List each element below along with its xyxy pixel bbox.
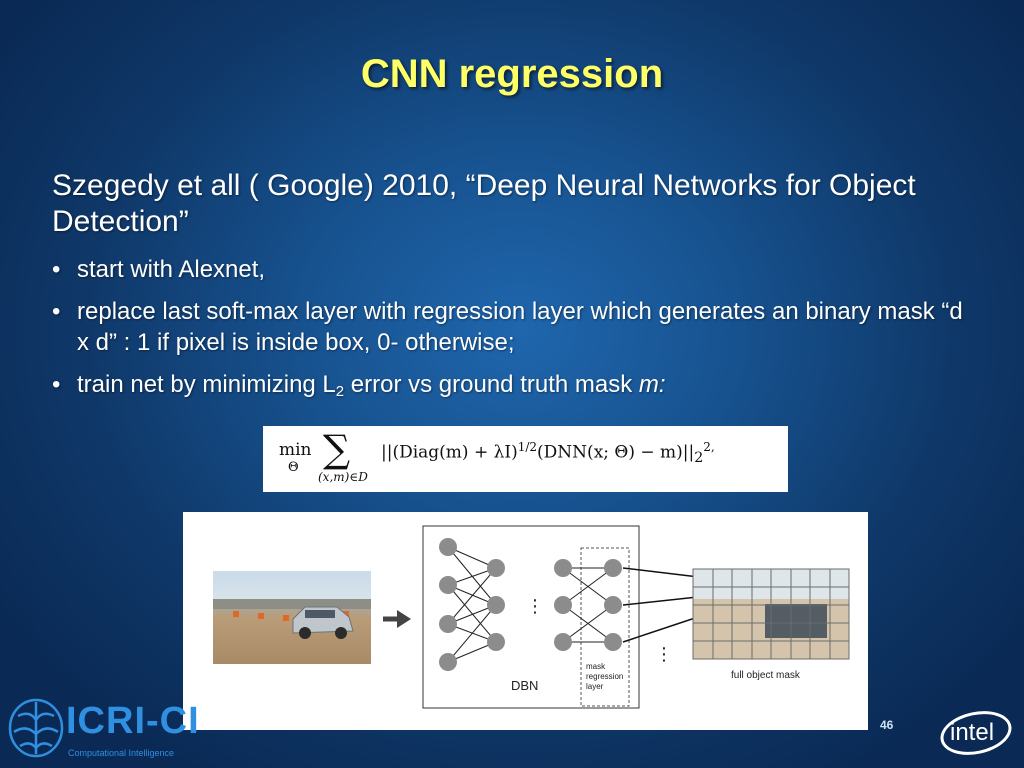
main-text: Szegedy et all ( Google) 2010, “Deep Neu… bbox=[52, 169, 916, 238]
regression-layer-box bbox=[580, 547, 630, 707]
layer-label-line2: regression bbox=[586, 672, 623, 681]
bullet-item: train net by minimizing L2 error vs grou… bbox=[52, 369, 972, 400]
formula-sum-symbol: ∑ bbox=[323, 427, 351, 471]
formula-sum-subscript: (x,m)∈D bbox=[318, 470, 368, 484]
formula-theta: Θ bbox=[288, 460, 299, 475]
architecture-figure: ⋮ ⋮ DBN mask regression layer full objec… bbox=[183, 512, 868, 730]
hidden-dots: ⋮ bbox=[526, 596, 544, 617]
mask-grid bbox=[692, 568, 850, 660]
input-car-photo bbox=[213, 571, 371, 664]
formula-part1: ||(Diag(m) + λI) bbox=[381, 442, 518, 463]
intel-logo-text: intel bbox=[950, 719, 995, 746]
bullet3-mid: error vs ground truth mask bbox=[344, 371, 639, 398]
formula-part2: (DNN(x; Θ) − m)|| bbox=[537, 442, 695, 463]
icri-logo-text: ICRI-CI bbox=[66, 700, 200, 742]
bullet3-pre: train net by minimizing L bbox=[77, 371, 336, 398]
mask-car bbox=[765, 604, 827, 638]
bullet3-italic: m: bbox=[638, 371, 666, 398]
bullet-item: start with Alexnet, bbox=[52, 254, 972, 285]
icri-logo-icon bbox=[8, 698, 64, 758]
slide-title: CNN regression bbox=[360, 52, 664, 96]
layer-label-line1: mask bbox=[586, 662, 606, 671]
dbn-label: DBN bbox=[511, 678, 538, 693]
bullet-list: start with Alexnet, replace last soft-ma… bbox=[52, 254, 972, 411]
bullet3-subscript: 2 bbox=[335, 383, 345, 400]
connections bbox=[447, 546, 614, 663]
formula-norm-sup: 2, bbox=[703, 440, 715, 454]
network-diagram: ⋮ ⋮ DBN mask regression layer full objec… bbox=[383, 525, 850, 709]
car-photo-drawing bbox=[213, 599, 371, 639]
icri-logo-subtitle: Computational Intelligence bbox=[68, 748, 175, 758]
network-nodes bbox=[439, 538, 622, 671]
mask-label: full object mask bbox=[731, 670, 801, 681]
input-arrow-head bbox=[397, 610, 411, 628]
output-dots: ⋮ bbox=[655, 644, 673, 665]
formula-body: ||(Diag(m) + λI)1/2(DNN(x; Θ) − m)||22, bbox=[381, 440, 715, 466]
layer-label-line3: layer bbox=[586, 682, 604, 691]
formula-norm-sub: 2 bbox=[694, 450, 704, 467]
formula-exp: 1/2 bbox=[517, 440, 538, 454]
dbn-box bbox=[422, 525, 640, 709]
formula-box: min Θ ∑ (x,m)∈D ||(Diag(m) + λI)1/2(DNN(… bbox=[263, 426, 788, 492]
formula-min: min bbox=[279, 440, 312, 460]
bullet-item: replace last soft-max layer with regress… bbox=[52, 296, 972, 358]
page-number: 46 bbox=[880, 718, 894, 732]
